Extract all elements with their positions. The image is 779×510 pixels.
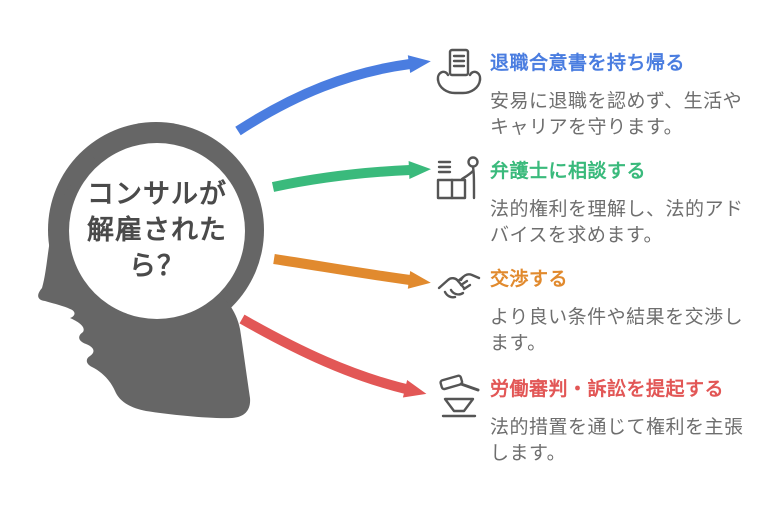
arrow-to-option-2 bbox=[271, 161, 431, 192]
question-line: コンサルが bbox=[87, 179, 227, 209]
handshake-icon bbox=[433, 261, 485, 313]
arrow-to-option-4 bbox=[239, 314, 427, 398]
option-title: 労働審判・訴訟を提起する bbox=[490, 379, 725, 400]
question-line: ら？ bbox=[129, 251, 185, 281]
option-description: 安易に退職を認めず、生活やキャリアを守ります。 bbox=[490, 91, 743, 138]
thought-circle bbox=[69, 143, 245, 319]
arrow-to-option-3 bbox=[273, 254, 431, 289]
question-line: 解雇された bbox=[87, 215, 227, 245]
option-description: より良い条件や結果を交渉します。 bbox=[490, 307, 744, 354]
option-title: 交渉する bbox=[490, 269, 569, 290]
arrows bbox=[235, 55, 431, 398]
option-title: 退職合意書を持ち帰る bbox=[490, 53, 686, 74]
option-description: 法的権利を理解し、法的アドバイスを求めます。 bbox=[490, 199, 744, 246]
gavel-icon bbox=[433, 371, 485, 423]
head-silhouette bbox=[38, 122, 264, 419]
arrow-to-option-1 bbox=[235, 55, 431, 136]
option-title: 弁護士に相談する bbox=[490, 161, 647, 182]
contract-in-hands-icon bbox=[433, 45, 485, 97]
lawyer-desk-icon bbox=[433, 153, 485, 205]
option-description: 法的措置を通じて権利を主張します。 bbox=[490, 417, 744, 464]
central-question: コンサルが 解雇された ら？ bbox=[37, 176, 277, 284]
